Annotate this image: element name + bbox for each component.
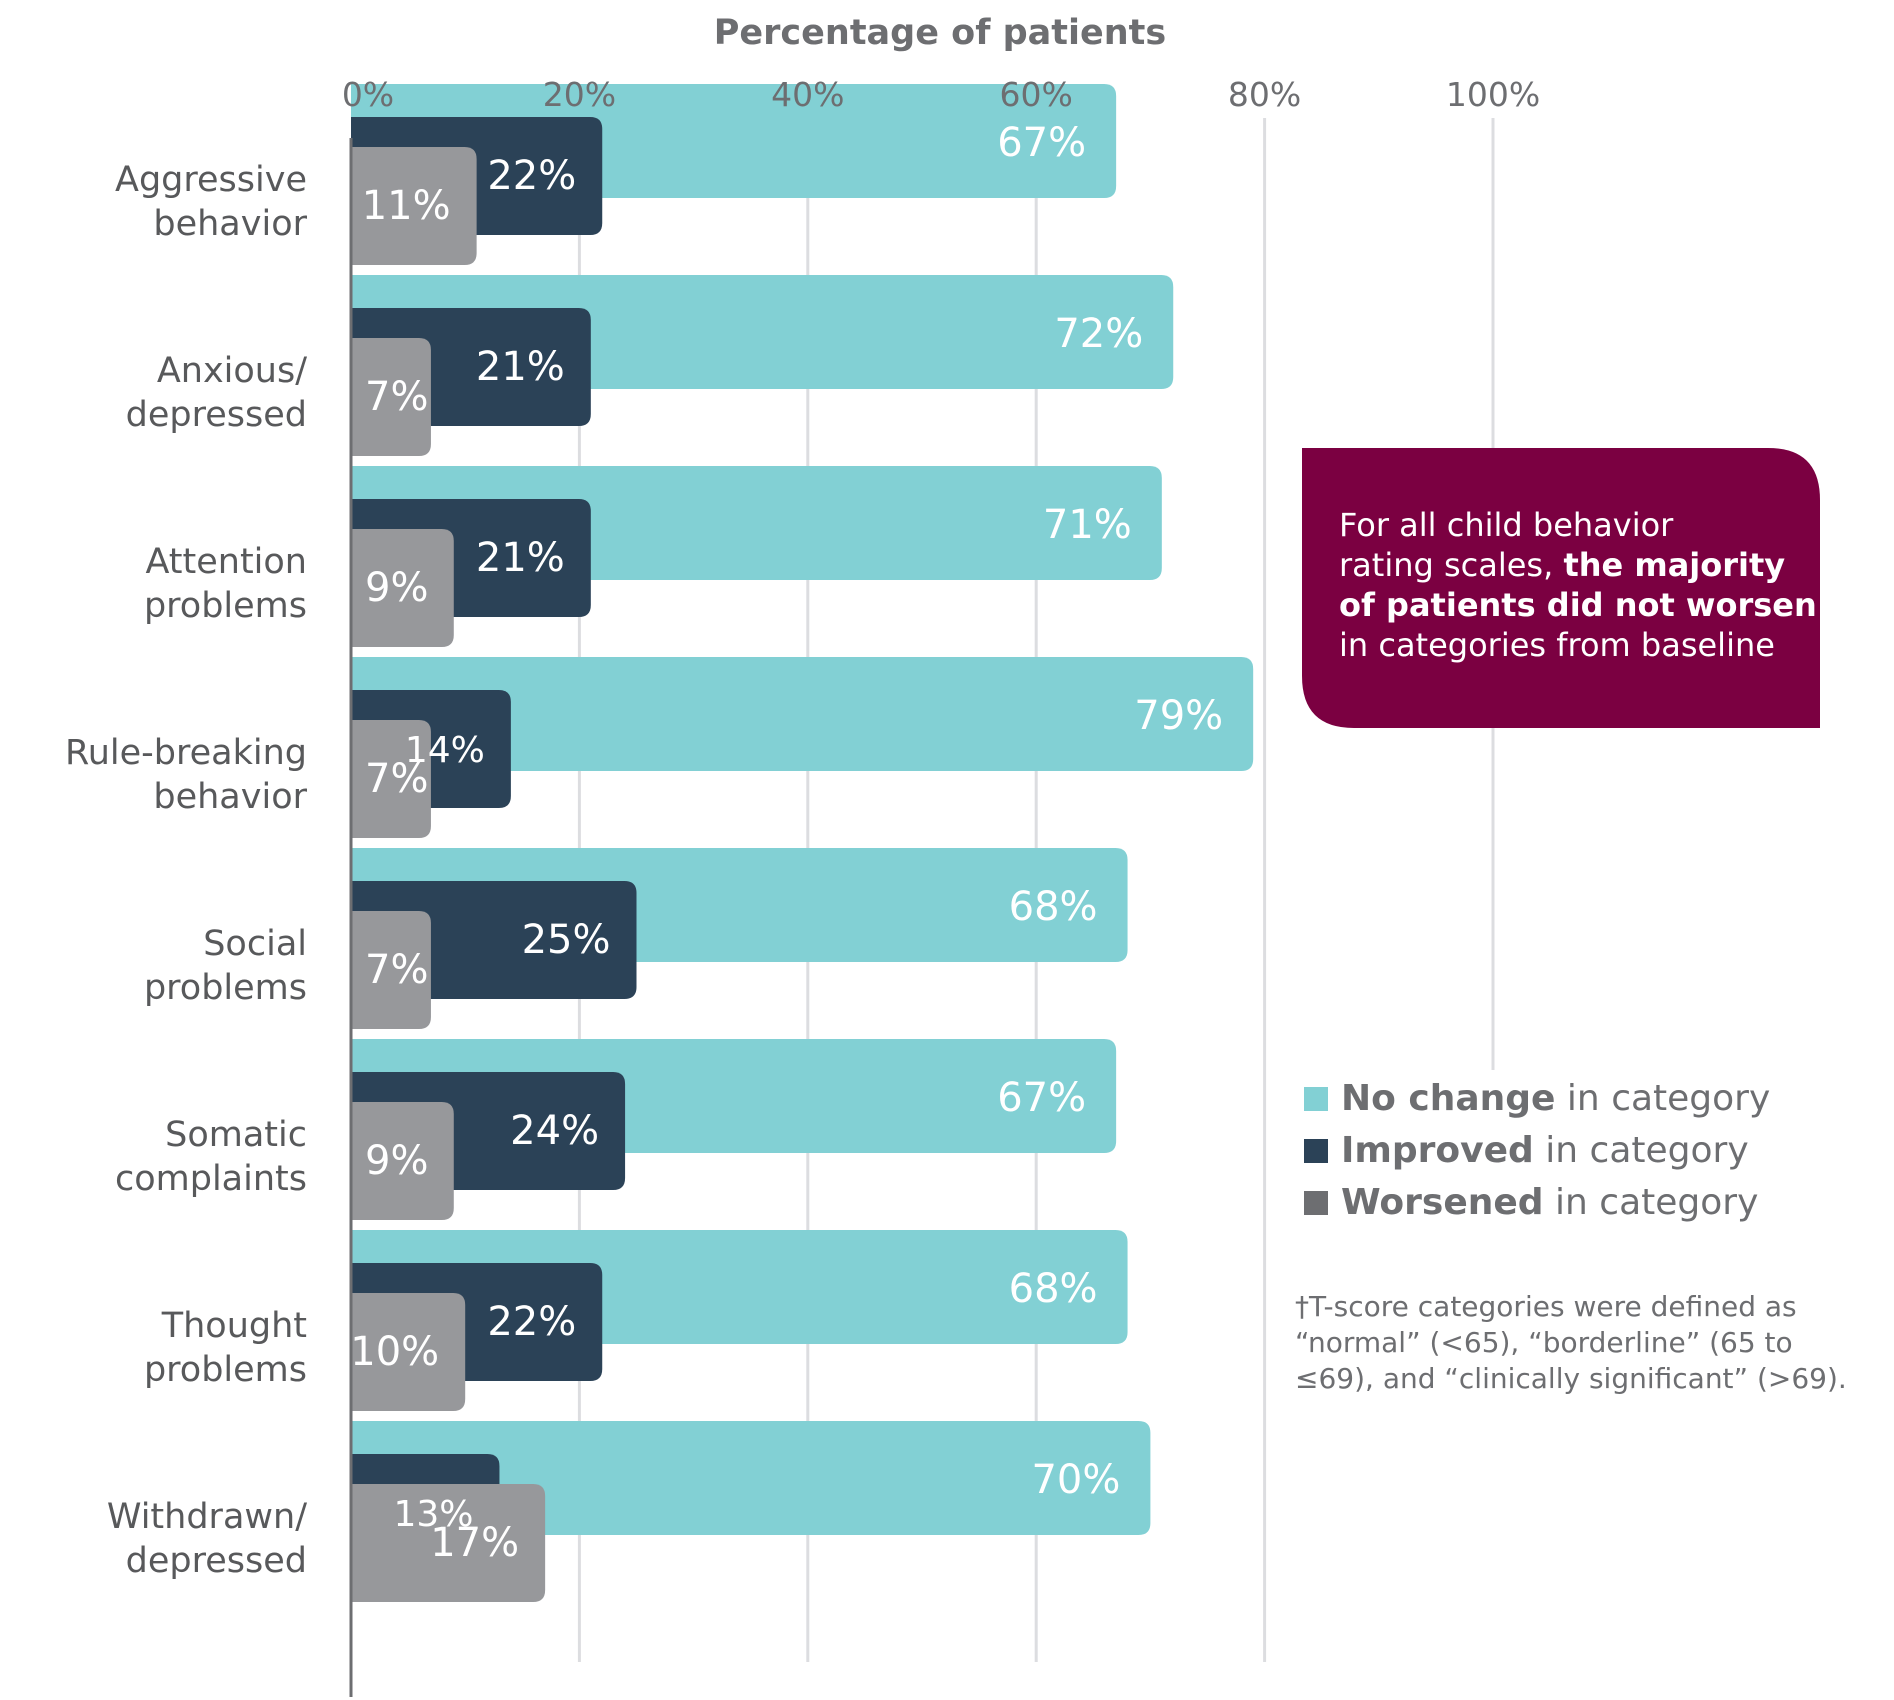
value-label: 9% — [365, 565, 428, 611]
legend-label-bold: Worsened — [1341, 1182, 1544, 1223]
bar-worsened — [351, 1293, 466, 1411]
value-label: 13% — [393, 1494, 473, 1535]
category-label-line: Thought — [161, 1306, 307, 1346]
legend-label-rest: in category — [1555, 1078, 1770, 1119]
value-label: 17% — [430, 1520, 519, 1566]
value-label: 68% — [1009, 884, 1098, 930]
category-label-line: Attention — [145, 542, 307, 582]
callout-segment: rating scales, — [1339, 546, 1563, 584]
value-label: 9% — [365, 1138, 428, 1184]
value-labels: 67%22%11%72%21%7%71%21%9%79%14%7%68%25%7… — [350, 120, 1223, 1566]
legend-label-bold: Improved — [1341, 1130, 1534, 1171]
legend-swatch — [1304, 1191, 1328, 1215]
legend-swatch — [1304, 1087, 1328, 1111]
category-label-line: Withdrawn/ — [107, 1497, 307, 1537]
legend-swatch — [1304, 1139, 1328, 1163]
category-label-line: Social — [203, 924, 307, 964]
x-tick-label: 60% — [1000, 75, 1073, 114]
legend-label-rest: in category — [1534, 1130, 1749, 1171]
value-label: 79% — [1134, 693, 1223, 739]
legend-label: Worsened in category — [1341, 1182, 1758, 1223]
category-label-line: depressed — [126, 395, 307, 435]
value-label: 71% — [1043, 502, 1132, 548]
legend-label-bold: No change — [1341, 1078, 1555, 1119]
x-tick-label: 80% — [1228, 75, 1301, 114]
callout-line: in categories from baseline — [1339, 626, 1775, 664]
category-label-line: Aggressive — [115, 160, 307, 200]
value-label: 11% — [362, 183, 451, 229]
value-label: 68% — [1009, 1266, 1098, 1312]
legend-label: Improved in category — [1341, 1130, 1749, 1171]
legend-label-rest: in category — [1544, 1182, 1759, 1223]
value-label: 7% — [365, 374, 428, 420]
bar-worsened — [351, 147, 477, 265]
value-label: 10% — [350, 1329, 439, 1375]
category-label: Withdrawn/depressed — [107, 1497, 307, 1581]
bar-worsened — [351, 720, 431, 838]
x-axis-title: Percentage of patients — [714, 13, 1166, 53]
bar-no-change — [351, 657, 1254, 771]
category-label-line: problems — [144, 968, 307, 1008]
category-label-line: complaints — [115, 1159, 307, 1199]
category-label-line: problems — [144, 586, 307, 626]
value-label: 7% — [365, 947, 428, 993]
callout-segment: For all child behavior — [1339, 506, 1674, 544]
axis: Percentage of patients 0% 20% 40% 60% 80% 100%… — [65, 13, 1540, 1697]
category-label-line: Somatic — [165, 1115, 307, 1155]
bar-no-change — [351, 1421, 1151, 1535]
category-label: Anxious/depressed — [126, 351, 308, 435]
category-label-line: behavior — [153, 777, 307, 817]
callout-segment: of patients did not worsen — [1339, 586, 1817, 624]
value-label: 22% — [487, 153, 576, 199]
x-tick-label: 0% — [342, 75, 394, 114]
callout-segment: in categories from baseline — [1339, 626, 1775, 664]
callout-line: For all child behavior — [1339, 506, 1674, 544]
category-label-line: depressed — [126, 1541, 307, 1581]
footnote: †T-score categories were defined as“norm… — [1295, 1290, 1847, 1395]
bar-worsened — [351, 911, 431, 1029]
category-label-line: Anxious/ — [157, 351, 307, 391]
value-label: 22% — [487, 1299, 576, 1345]
footnote-line: †T-score categories were defined as — [1295, 1290, 1797, 1323]
bar-worsened — [351, 338, 431, 456]
legend-label: No change in category — [1341, 1078, 1770, 1119]
value-label: 7% — [365, 756, 428, 802]
value-label: 21% — [476, 344, 565, 390]
bar-worsened — [351, 1484, 546, 1602]
category-label-line: problems — [144, 1350, 307, 1390]
value-label: 67% — [997, 120, 1086, 166]
value-label: 67% — [997, 1075, 1086, 1121]
callout-segment: the majority — [1563, 546, 1785, 584]
x-tick-label: 40% — [771, 75, 844, 114]
x-tick-label: 20% — [543, 75, 616, 114]
value-label: 72% — [1054, 311, 1143, 357]
value-label: 25% — [522, 917, 611, 963]
x-tick-label: 100% — [1446, 75, 1540, 114]
category-label-line: Rule-breaking — [65, 733, 307, 773]
category-label-line: behavior — [153, 204, 307, 244]
value-label: 21% — [476, 535, 565, 581]
bar-worsened — [351, 1102, 454, 1220]
callout-background — [1302, 448, 1820, 728]
bars — [351, 84, 1254, 1602]
bar-worsened — [351, 529, 454, 647]
callout-line: of patients did not worsen — [1339, 586, 1817, 624]
footnote-line: ≤69), and “clinically significant” (>69)… — [1295, 1362, 1847, 1395]
callout-line: rating scales, the majority — [1339, 546, 1785, 584]
value-label: 24% — [510, 1108, 599, 1154]
footnote-line: “normal” (<65), “borderline” (65 to — [1295, 1326, 1793, 1359]
value-label: 70% — [1031, 1457, 1120, 1503]
value-label: 14% — [405, 730, 485, 771]
